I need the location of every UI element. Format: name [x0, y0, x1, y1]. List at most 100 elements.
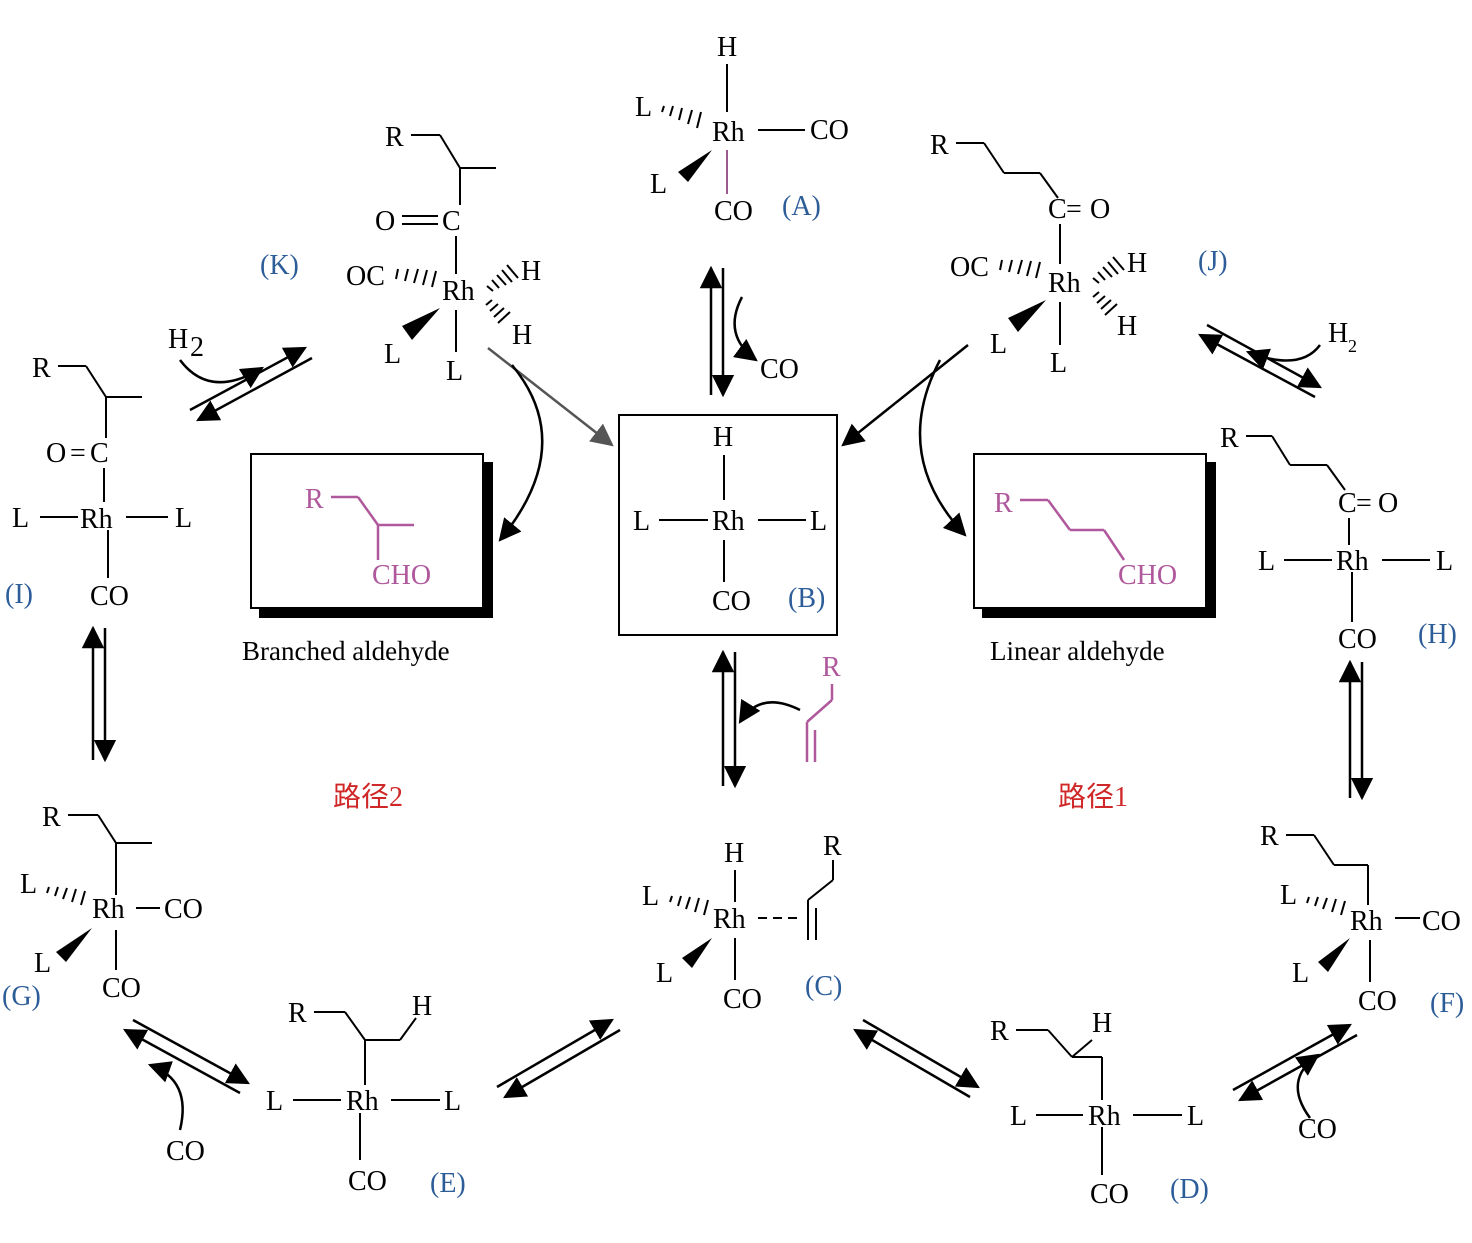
atom-label-h: H [412, 991, 432, 1022]
atom-label-K: (K) [260, 250, 299, 281]
atom-label-l: L [444, 1086, 461, 1117]
atom-label-h: H [713, 422, 733, 453]
atom-label-o: O [46, 438, 66, 469]
atom-label-l: L [1436, 546, 1453, 577]
equilibrium-a-b: CO [699, 265, 799, 398]
atom-label-r: R [823, 831, 842, 862]
elimination-j [841, 344, 969, 537]
atom-label-rh: Rh [346, 1086, 379, 1117]
equilibrium-d-f: CO [1232, 1023, 1358, 1145]
complex-h: R C = O Rh L L CO (H) [1220, 423, 1457, 655]
atom-label-c: C [1338, 488, 1357, 519]
atom-label-rh: Rh [1336, 546, 1369, 577]
atom-label-l: L [1292, 958, 1309, 989]
atom-label-c: C [1048, 194, 1067, 225]
atom-label-l: L [650, 169, 667, 200]
atom-label-eq: = [1066, 194, 1082, 225]
atom-label-eq: = [70, 438, 86, 469]
atom-label-h2: H [1328, 318, 1348, 349]
atom-label-rh: Rh [80, 504, 113, 535]
atom-label-l: L [20, 869, 37, 900]
atom-label-co: CO [1298, 1114, 1337, 1145]
atom-label-G: (G) [2, 981, 41, 1012]
atom-label-l: L [12, 503, 29, 534]
atom-label-rh: Rh [712, 117, 745, 148]
atom-label-co: CO [1422, 906, 1461, 937]
atom-label-cho: CHO [1118, 560, 1177, 591]
atom-label-l: L [1258, 546, 1275, 577]
atom-label-rh: Rh [713, 904, 746, 935]
atom-label-l: L [990, 329, 1007, 360]
atom-label-co: CO [1090, 1179, 1129, 1210]
complex-e: R H Rh L L CO (E) [266, 991, 466, 1199]
complex-a: H Rh CO L L CO (A) [635, 32, 849, 227]
atom-label-co: CO [810, 115, 849, 146]
atom-label-o: O [1090, 194, 1110, 225]
route-2-label: 路径2 [333, 781, 403, 813]
atom-label-c: C [90, 438, 109, 469]
atom-label-B: (B) [788, 583, 825, 614]
atom-label-r: R [990, 1016, 1009, 1047]
complex-i: R O = C Rh L L CO (I) [5, 353, 192, 612]
atom-label-olefin-r: R [822, 652, 841, 683]
atom-label-l: L [384, 339, 401, 370]
atom-label-h: H [512, 320, 532, 351]
atom-label-co: CO [1358, 986, 1397, 1017]
equilibrium-e-g: CO [123, 1018, 250, 1167]
atom-label-r: R [288, 998, 307, 1029]
atom-label-rh: Rh [1350, 906, 1383, 937]
atom-label-l: L [1010, 1101, 1027, 1132]
atom-label-J: (J) [1198, 246, 1228, 277]
atom-label-r: R [32, 353, 51, 384]
elimination-k [487, 347, 614, 542]
atom-label-rh: Rh [712, 506, 745, 537]
atom-label-D: (D) [1170, 1174, 1209, 1205]
atom-label-h: H [717, 32, 737, 63]
atom-label-oc: OC [346, 261, 385, 292]
route-1-label: 路径1 [1058, 781, 1128, 813]
atom-label-co: CO [1338, 624, 1377, 655]
atom-label-r: R [1220, 423, 1239, 454]
atom-label-l: L [34, 948, 51, 979]
atom-label-co: CO [348, 1166, 387, 1197]
atom-label-l: L [810, 506, 827, 537]
complex-c: H Rh L L R CO (C) [642, 831, 842, 1015]
atom-label-co: CO [102, 973, 141, 1004]
atom-label-l: L [656, 958, 673, 989]
atom-label-l: L [633, 506, 650, 537]
atom-label-o: O [1378, 488, 1398, 519]
complex-b: H Rh L L CO (B) [618, 414, 838, 636]
atom-label-branched: Branched aldehyde [242, 636, 450, 666]
equilibrium-i-k: H 2 [168, 324, 313, 422]
complex-j: R C = O Rh OC H H L L (J) [930, 130, 1228, 379]
atom-label-c: C [442, 206, 461, 237]
atom-label-co: CO [166, 1136, 205, 1167]
atom-label-r: R [42, 802, 61, 833]
atom-label-l: L [642, 881, 659, 912]
atom-label-rh: Rh [92, 894, 125, 925]
equilibrium-b-c: R [711, 649, 841, 789]
complex-d: R H Rh L L CO (D) [990, 1008, 1209, 1210]
atom-label-l: L [635, 92, 652, 123]
atom-label-co: CO [164, 894, 203, 925]
atom-label-I: (I) [5, 579, 33, 610]
atom-label-cho: CHO [372, 560, 431, 591]
atom-label-co: CO [90, 581, 129, 612]
atom-label-C: (C) [805, 971, 842, 1002]
equilibrium-c-d [853, 1018, 980, 1099]
atom-label-h: H [1117, 311, 1137, 342]
equilibrium-f-h [1338, 659, 1374, 801]
atom-label-A: (A) [782, 191, 821, 222]
atom-label-h2-sub: 2 [190, 332, 204, 363]
atom-label-F: (F) [1430, 988, 1464, 1019]
atom-label-l: L [446, 356, 463, 387]
atom-label-l: L [1050, 348, 1067, 379]
complex-k: R O C Rh OC H H L L (K) [260, 122, 541, 387]
atom-label-rh: Rh [1088, 1101, 1121, 1132]
atom-label-co: CO [714, 196, 753, 227]
atom-label-l: L [175, 503, 192, 534]
atom-label-h: H [521, 256, 541, 287]
equilibrium-g-i [81, 625, 117, 763]
atom-label-linear: Linear aldehyde [990, 636, 1165, 666]
